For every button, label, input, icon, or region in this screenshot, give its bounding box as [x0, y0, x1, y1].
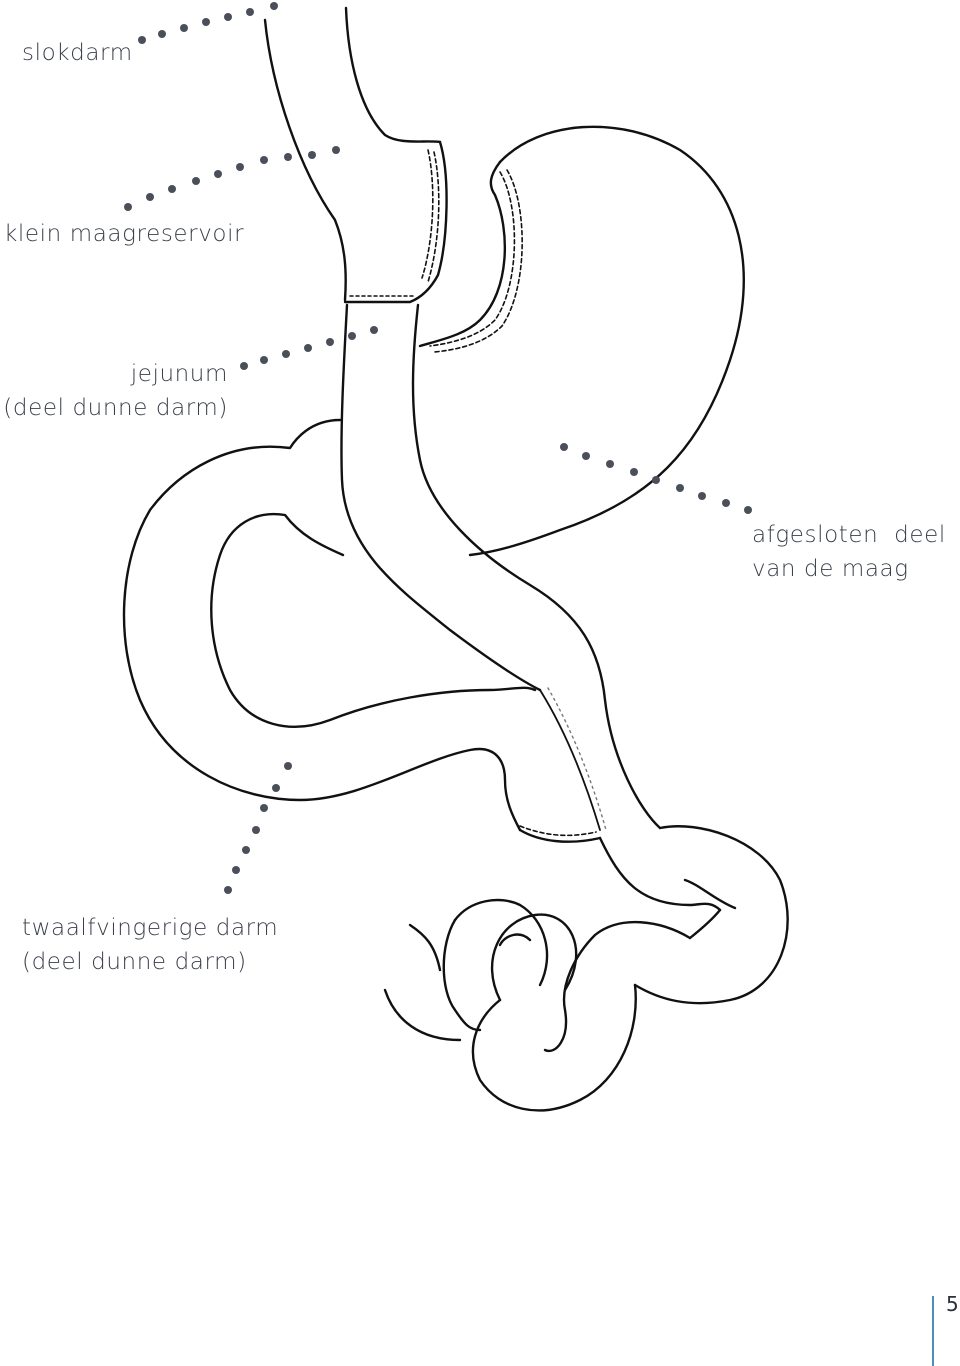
intestine-coil-4 [453, 898, 549, 987]
duodenum-loop-inner [210, 512, 537, 728]
pouch-staple-line [421, 149, 434, 279]
label-afgesloten-line-1: afgesloten deel [752, 522, 946, 548]
intestine-coil-3 [490, 913, 578, 1002]
label-jejunum: jejunum (deel dunne darm) [3, 357, 228, 425]
esophagus-outline-right [344, 6, 442, 144]
intestine-coil-5 [442, 918, 482, 1032]
common-limb-right [633, 825, 789, 1005]
duodenum-loop-outer [122, 418, 522, 832]
remnant-stomach-outline [468, 125, 745, 557]
leader-dots [124, 2, 752, 894]
label-jejunum-line-2: (deel dunne darm) [3, 395, 228, 421]
label-twaalfvingerige-darm: twaalfvingerige darm (deel dunne darm) [22, 911, 278, 979]
label-twaalfvingerige-line-1: twaalfvingerige darm [22, 915, 279, 941]
label-afgesloten-line-2: van de maag [752, 556, 909, 582]
small-pouch-outline [343, 140, 448, 304]
jejunum-limb-left [340, 303, 542, 692]
leader-twaalfvingerige [224, 762, 292, 894]
label-jejunum-line-1: jejunum [130, 361, 228, 387]
duodenum-staple-line [519, 825, 597, 837]
label-slokdarm: slokdarm [22, 40, 133, 66]
jejunum-limb-right [411, 303, 662, 830]
label-klein-maagreservoir: klein maagreservoir [4, 221, 245, 247]
leader-slokdarm [138, 2, 278, 44]
page-number-rule [932, 1296, 934, 1366]
intestine-end [383, 988, 462, 1042]
stomach-staple-line [429, 171, 516, 347]
esophagus-outline-left [263, 18, 347, 302]
leader-klein-maagreservoir [124, 146, 340, 211]
page-number: 5 [946, 1292, 959, 1316]
label-twaalfvingerige-line-2: (deel dunne darm) [22, 949, 247, 975]
intestine-coil-1 [471, 983, 637, 1112]
leader-afgesloten [560, 443, 752, 514]
common-limb-left [598, 836, 722, 912]
label-afgesloten-deel: afgesloten deel van de maag [752, 518, 946, 586]
leader-jejunum [240, 326, 378, 370]
anastomosis-suture-line [539, 689, 601, 831]
